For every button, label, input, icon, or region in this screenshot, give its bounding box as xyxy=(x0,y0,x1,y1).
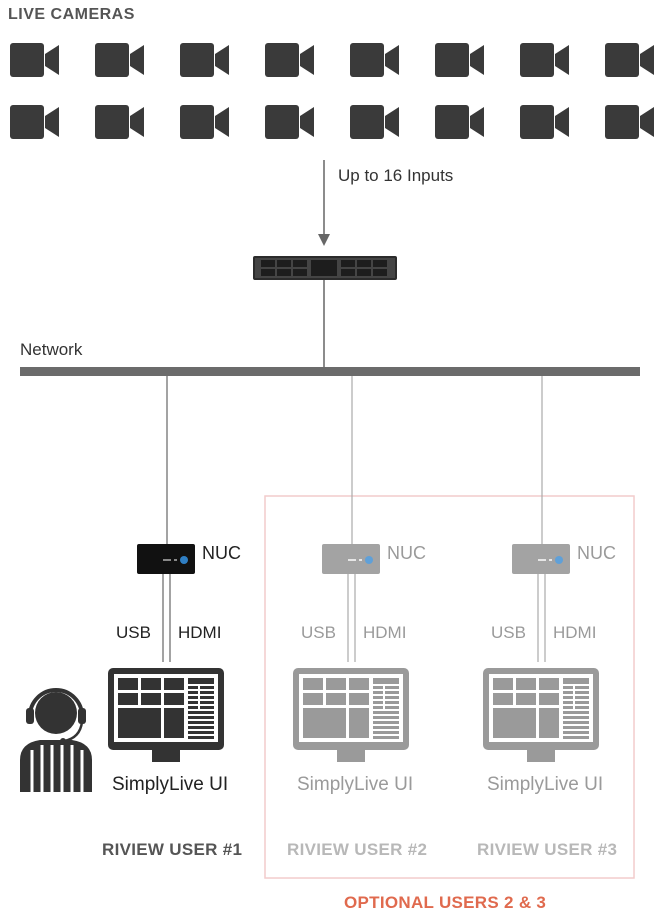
camera-icon xyxy=(520,105,569,139)
camera-icon xyxy=(605,43,654,77)
camera-icon xyxy=(95,43,144,77)
inputs-label: Up to 16 Inputs xyxy=(338,166,454,185)
hdmi-label: HDMI xyxy=(553,623,597,642)
usb-label: USB xyxy=(301,623,336,642)
monitor-icon xyxy=(293,668,409,762)
nuc-icon xyxy=(322,544,380,574)
camera-icon xyxy=(180,105,229,139)
camera-grid xyxy=(10,43,654,139)
nuc-label: NUC xyxy=(387,543,426,563)
camera-icon xyxy=(265,105,314,139)
camera-icon xyxy=(180,43,229,77)
monitor-icon xyxy=(108,668,224,762)
camera-icon xyxy=(520,43,569,77)
operator-headset-icon xyxy=(20,688,92,792)
ui-label: SimplyLive UI xyxy=(112,774,229,795)
monitor-icon xyxy=(483,668,599,762)
camera-icon xyxy=(10,105,59,139)
camera-icon xyxy=(435,105,484,139)
hdmi-label: HDMI xyxy=(178,623,222,642)
optional-users-box xyxy=(264,495,635,879)
camera-icon xyxy=(350,105,399,139)
optional-users-label: OPTIONAL USERS 2 & 3 xyxy=(344,893,547,912)
usb-label: USB xyxy=(116,623,151,642)
camera-icon xyxy=(95,105,144,139)
nuc-icon xyxy=(137,544,195,574)
user-label: RIVIEW USER #1 xyxy=(102,840,243,859)
camera-icon xyxy=(435,43,484,77)
nuc-icon xyxy=(512,544,570,574)
user-label: RIVIEW USER #3 xyxy=(477,840,618,859)
inputs-arrow xyxy=(318,160,330,246)
camera-icon xyxy=(10,43,59,77)
cable-pair xyxy=(347,574,356,662)
camera-icon xyxy=(605,105,654,139)
cable-pair xyxy=(537,574,546,662)
ui-label: SimplyLive UI xyxy=(297,774,414,795)
hdmi-label: HDMI xyxy=(363,623,407,642)
camera-icon xyxy=(350,43,399,77)
network-label: Network xyxy=(20,340,83,359)
server-icon xyxy=(253,256,397,280)
network-bar xyxy=(20,367,640,376)
user-label: RIVIEW USER #2 xyxy=(287,840,428,859)
usb-label: USB xyxy=(491,623,526,642)
nuc-label: NUC xyxy=(577,543,616,563)
cable-pair xyxy=(162,574,171,662)
page-title: LIVE CAMERAS xyxy=(8,6,135,23)
camera-icon xyxy=(265,43,314,77)
ui-label: SimplyLive UI xyxy=(487,774,604,795)
nuc-label: NUC xyxy=(202,543,241,563)
